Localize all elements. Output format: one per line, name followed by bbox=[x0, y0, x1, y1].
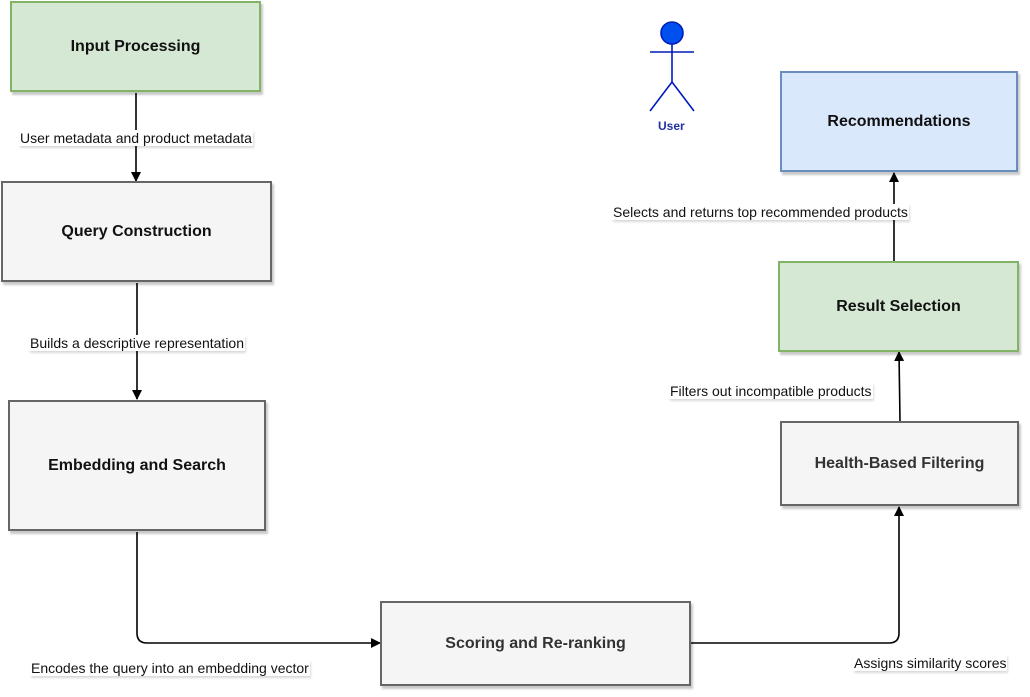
stick-figure-user-icon bbox=[649, 21, 695, 112]
node-health-filtering-label: Health-Based Filtering bbox=[814, 454, 985, 472]
edge-embedding-to-scoring bbox=[136, 532, 381, 648]
edge-label-health-to-result: Filters out incompatible products bbox=[669, 383, 873, 399]
node-recommendations-label: Recommendations bbox=[827, 112, 971, 130]
actor-user-label: User bbox=[658, 119, 685, 133]
edge-health-to-result bbox=[894, 351, 905, 422]
node-query-construction: Query Construction bbox=[1, 181, 272, 282]
edge-label-result-to-recs: Selects and returns top recommended prod… bbox=[612, 204, 909, 220]
node-embedding-search-label: Embedding and Search bbox=[48, 456, 226, 474]
edge-label-input-to-query: User metadata and product metadata bbox=[19, 130, 253, 146]
node-scoring-reranking: Scoring and Re-ranking bbox=[380, 601, 691, 686]
node-health-filtering: Health-Based Filtering bbox=[780, 421, 1019, 506]
node-embedding-search: Embedding and Search bbox=[8, 400, 266, 531]
node-result-selection: Result Selection bbox=[778, 261, 1019, 352]
node-input-processing: Input Processing bbox=[10, 1, 261, 92]
edge-label-query-to-embedding: Builds a descriptive representation bbox=[29, 335, 246, 351]
node-input-processing-label: Input Processing bbox=[70, 37, 201, 55]
node-result-selection-label: Result Selection bbox=[836, 297, 961, 315]
edge-label-embedding-to-scoring: Encodes the query into an embedding vect… bbox=[30, 660, 310, 676]
node-recommendations: Recommendations bbox=[780, 71, 1018, 172]
edge-label-scoring-to-health: Assigns similarity scores bbox=[853, 655, 1008, 671]
node-query-construction-label: Query Construction bbox=[61, 222, 212, 240]
node-scoring-reranking-label: Scoring and Re-ranking bbox=[445, 634, 626, 652]
edge-scoring-to-health bbox=[691, 506, 904, 644]
